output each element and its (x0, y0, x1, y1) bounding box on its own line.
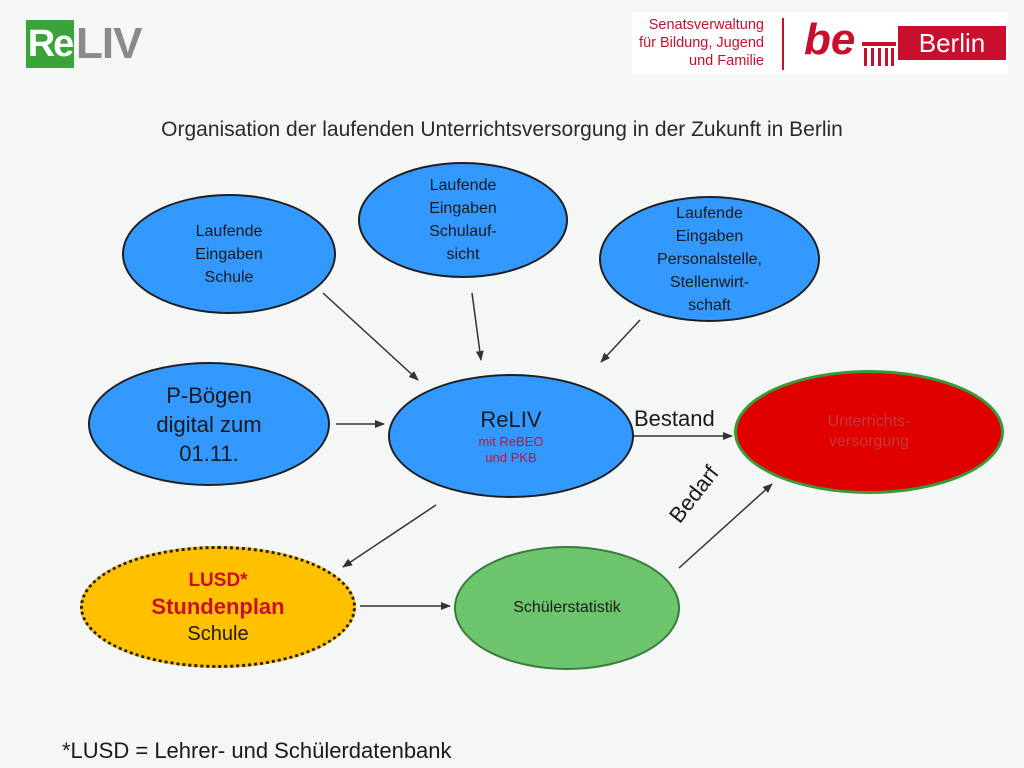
brandenburg-gate-icon (862, 42, 896, 66)
footnote: *LUSD = Lehrer- und Schülerdatenbank (62, 738, 452, 763)
node-schule-line1: Laufende (195, 222, 263, 240)
node-lusd-stundenplan: LUSD* Stundenplan Schule (80, 546, 356, 668)
be-logo-text: be (804, 15, 856, 64)
arrow-schuelerstatistik-to-unterrichtsversorgung (678, 483, 773, 569)
node-laufende-eingaben-personalstelle: Laufende Eingaben Personalstelle, Stelle… (599, 196, 820, 322)
senat-logo-line1: Senatsverwaltung (648, 17, 764, 33)
arrow-schulaufsicht-to-reliv (471, 292, 484, 361)
node-laufende-eingaben-schulaufsicht: Laufende Eingaben Schulauf- sicht (358, 162, 568, 278)
arrow-reliv-to-lusd (342, 504, 437, 568)
node-personalstelle-line5: schaft (688, 296, 731, 314)
node-lusd-line3: Schule (187, 622, 249, 645)
senat-logo-line3: und Familie (689, 53, 764, 69)
arrow-personalstelle-to-reliv (600, 319, 641, 363)
node-reliv: ReLIV mit ReBEO und PKB (388, 374, 634, 498)
arrow-schule-to-reliv (322, 292, 419, 381)
node-schuelerstatistik-label: Schülerstatistik (513, 599, 621, 616)
node-pboegen: P-Bögen digital zum 01.11. (88, 362, 330, 486)
node-personalstelle-line1: Laufende (676, 204, 743, 222)
berlin-logo-box: Berlin (898, 26, 1006, 60)
senat-logo: Senatsverwaltung für Bildung, Jugend und… (632, 12, 1008, 74)
senat-logo-line2: für Bildung, Jugend (639, 35, 764, 51)
node-pboegen-line3: 01.11. (179, 440, 239, 466)
node-unterrichtsversorgung-line1: Unterrichts- (827, 413, 911, 430)
senat-logo-text: Senatsverwaltung für Bildung, Jugend und… (632, 16, 764, 70)
reliv-logo-liv: LIV (76, 19, 142, 68)
reliv-logo: Re LIV (26, 20, 166, 68)
edge-label-bestand: Bestand (634, 406, 715, 431)
node-schulaufsicht-line1: Laufende (429, 177, 497, 194)
node-schulaufsicht-line2: Eingaben (429, 200, 497, 217)
node-personalstelle-line4: Stellenwirt- (669, 273, 750, 291)
page-title: Organisation der laufenden Unterrichtsve… (161, 118, 843, 141)
node-personalstelle-line2: Eingaben (675, 227, 744, 245)
node-unterrichtsversorgung-line2: versorgung (828, 433, 910, 450)
node-reliv-sub2: und PKB (485, 450, 537, 465)
node-schule-line3: Schule (204, 268, 254, 286)
node-lusd-line2: Stundenplan (151, 593, 285, 619)
node-schulaufsicht-line3: Schulauf- (429, 223, 497, 240)
node-personalstelle-line3: Personalstelle, (657, 250, 762, 268)
reliv-logo-re: Re (26, 20, 74, 68)
node-schulaufsicht-line4: sicht (446, 246, 480, 263)
node-schule-line2: Eingaben (195, 245, 263, 263)
node-laufende-eingaben-schule: Laufende Eingaben Schule (122, 194, 336, 314)
senat-logo-divider (782, 18, 784, 70)
node-lusd-line1: LUSD* (188, 569, 248, 591)
node-reliv-title: ReLIV (480, 407, 542, 432)
node-pboegen-line2: digital zum (156, 411, 262, 437)
node-unterrichtsversorgung: Unterrichts- versorgung (734, 370, 1004, 494)
node-reliv-sub1: mit ReBEO (478, 434, 544, 449)
node-schuelerstatistik: Schülerstatistik (454, 546, 680, 670)
node-pboegen-line1: P-Bögen (166, 382, 252, 408)
